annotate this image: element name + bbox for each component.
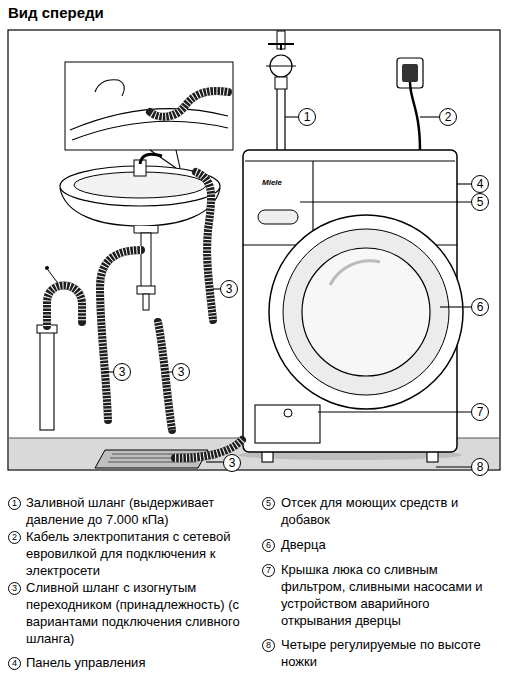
key-text: Крышка люка со сливным фильтром, сливным… (281, 561, 497, 629)
callout-number: 5 (471, 193, 489, 211)
key-number: 7 (262, 564, 275, 577)
callout-number: 3 (223, 454, 241, 472)
detail-inset (65, 62, 233, 168)
frame (8, 30, 500, 470)
brand-logo: Miele (262, 178, 282, 187)
callout-number: 6 (471, 298, 489, 316)
key-number: 3 (8, 582, 21, 595)
callout-number: 8 (471, 458, 489, 476)
callout-number: 3 (113, 363, 131, 381)
key-text: Дверца (281, 536, 497, 553)
drain-hoses (47, 172, 242, 458)
water-tap (266, 31, 296, 150)
key-text: Сливной шланг с изогнутым переходником (… (26, 579, 248, 647)
callout-number: 2 (439, 108, 457, 126)
key-text: Кабель электропитания с сетевой евровилк… (26, 528, 248, 579)
callout-number: 1 (298, 108, 316, 126)
key-number: 1 (8, 497, 21, 510)
key-text: Заливной шланг (выдерживает давление до … (26, 494, 248, 528)
key-number: 5 (262, 497, 275, 510)
callout-number: 3 (172, 363, 190, 381)
power-socket (397, 58, 423, 150)
key-number: 8 (262, 639, 275, 652)
key-number: 4 (8, 657, 21, 670)
key-text: Панель управления (26, 654, 248, 671)
key-text: Отсек для моющих средств и добавок (281, 494, 497, 528)
callout-number: 7 (471, 403, 489, 421)
key-number: 2 (8, 531, 21, 544)
key-number: 6 (262, 539, 275, 552)
washing-machine (238, 150, 463, 462)
callout-number: 3 (220, 280, 238, 298)
sink (60, 154, 220, 310)
figure-title: Вид спереди (8, 4, 104, 21)
callout-number: 4 (471, 175, 489, 193)
key-text: Четыре регулируемые по высоте ножки (281, 636, 497, 670)
leader-lines (104, 117, 471, 467)
